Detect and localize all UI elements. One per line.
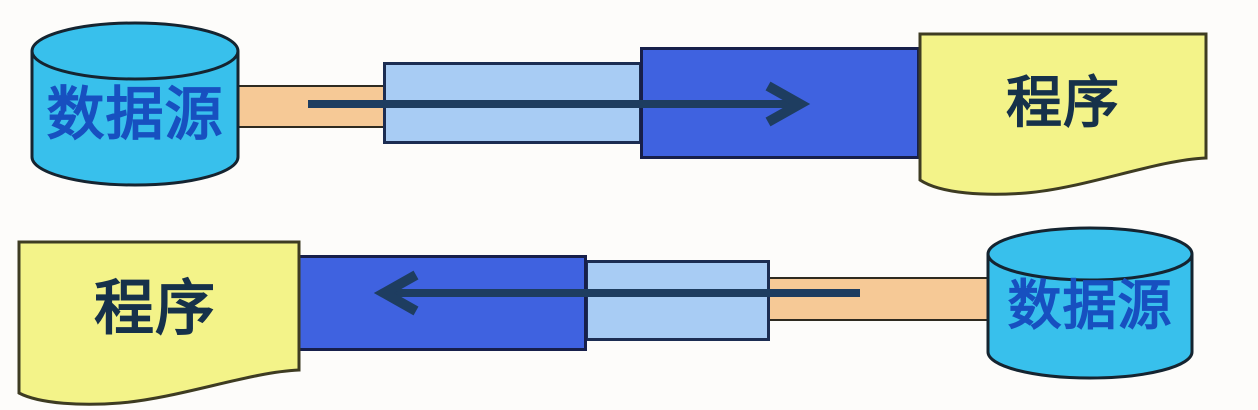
bottom-datasource-cylinder-icon (986, 226, 1194, 380)
top-stream-dark-segment (640, 47, 920, 159)
top-datasource-cylinder-icon (30, 21, 240, 187)
top-program-document-icon (918, 32, 1208, 196)
top-stream-light-segment (383, 62, 642, 144)
cylinder-body (30, 51, 240, 187)
bottom-stream-dark-segment (292, 255, 587, 351)
document-shape (17, 240, 301, 406)
cylinder-top (986, 226, 1194, 282)
top-pipe-connector (230, 85, 390, 128)
document-shape (918, 32, 1208, 196)
cylinder-top (30, 21, 240, 81)
bottom-stream-light-segment (585, 260, 770, 341)
cylinder-body (986, 254, 1194, 380)
bottom-pipe-connector (762, 277, 1002, 321)
bottom-program-document-icon (17, 240, 301, 406)
